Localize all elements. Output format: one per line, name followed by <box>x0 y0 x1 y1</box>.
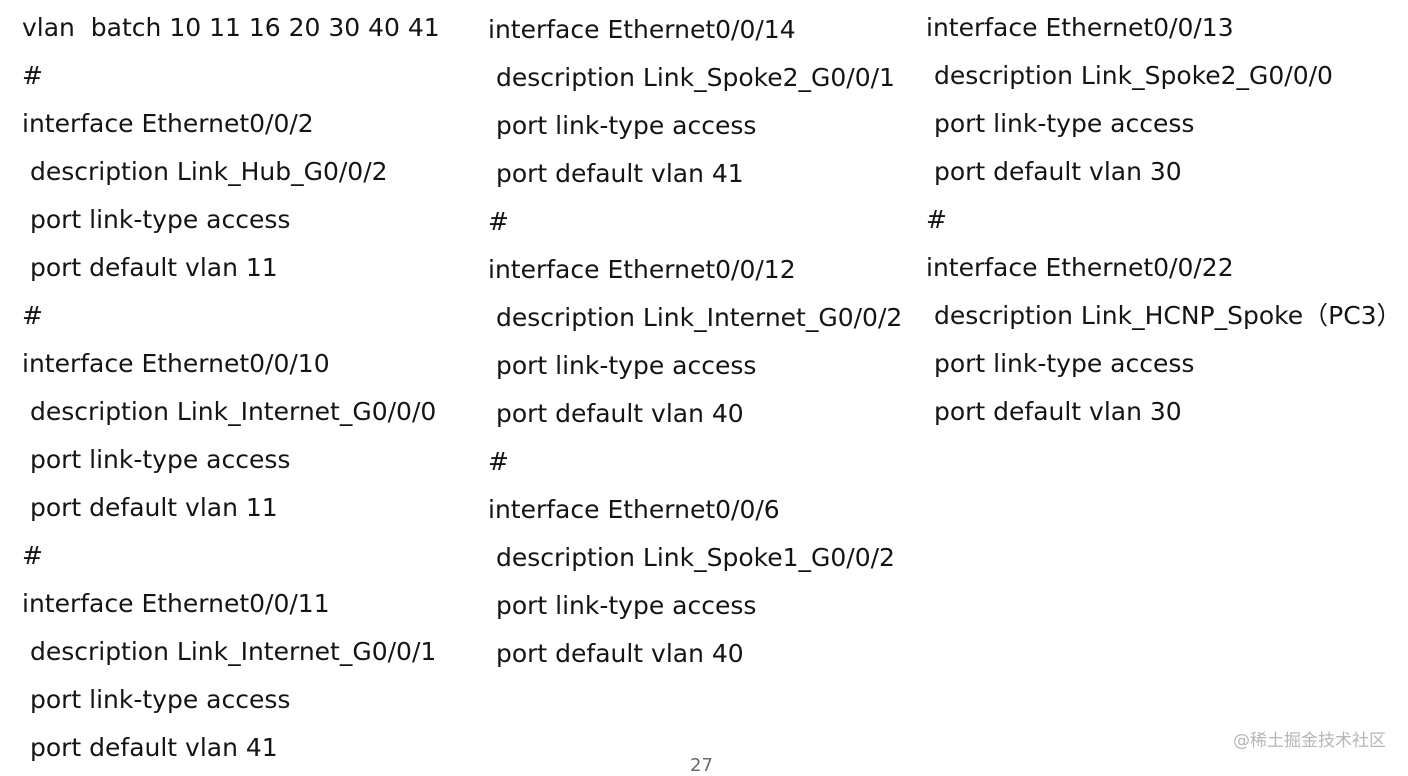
config-line: vlan batch 10 11 16 20 30 40 41 <box>22 13 440 42</box>
config-column-3: interface Ethernet0/0/13 description Lin… <box>926 4 1402 436</box>
config-line: interface Ethernet0/0/10 <box>22 349 330 378</box>
config-line: port link-type access <box>926 109 1195 138</box>
config-line: description Link_Hub_G0/0/2 <box>22 157 388 186</box>
config-line: port link-type access <box>22 445 291 474</box>
config-line: port link-type access <box>926 349 1195 378</box>
config-line: port default vlan 11 <box>22 253 278 282</box>
config-line: port default vlan 40 <box>488 639 744 668</box>
config-line: port link-type access <box>22 205 291 234</box>
config-line: port default vlan 41 <box>488 159 744 188</box>
config-column-2: interface Ethernet0/0/14 description Lin… <box>488 6 902 678</box>
config-line: port default vlan 30 <box>926 397 1182 426</box>
config-line: description Link_Internet_G0/0/2 <box>488 303 903 332</box>
config-column-1: vlan batch 10 11 16 20 30 40 41 # interf… <box>22 4 440 772</box>
config-line: port link-type access <box>488 111 757 140</box>
config-line: interface Ethernet0/0/13 <box>926 13 1234 42</box>
page-number: 27 <box>690 755 713 776</box>
config-line: # <box>488 447 509 476</box>
config-line: port link-type access <box>488 591 757 620</box>
config-line: # <box>926 205 947 234</box>
config-line: port default vlan 40 <box>488 399 744 428</box>
config-line: # <box>488 207 509 236</box>
config-line: interface Ethernet0/0/2 <box>22 109 314 138</box>
config-line: description Link_Spoke2_G0/0/0 <box>926 61 1333 90</box>
config-line: description Link_HCNP_Spoke（PC3） <box>926 301 1402 330</box>
config-line: interface Ethernet0/0/6 <box>488 495 780 524</box>
config-line: description Link_Spoke1_G0/0/2 <box>488 543 895 572</box>
config-line: description Link_Internet_G0/0/0 <box>22 397 437 426</box>
config-line: interface Ethernet0/0/22 <box>926 253 1234 282</box>
config-line: # <box>22 301 43 330</box>
watermark: @稀土掘金技术社区 <box>1233 731 1386 751</box>
config-line: port default vlan 41 <box>22 733 278 762</box>
config-line: interface Ethernet0/0/12 <box>488 255 796 284</box>
config-line: description Link_Spoke2_G0/0/1 <box>488 63 895 92</box>
config-line: # <box>22 61 43 90</box>
config-line: interface Ethernet0/0/11 <box>22 589 330 618</box>
config-line: port link-type access <box>22 685 291 714</box>
config-line: port link-type access <box>488 351 757 380</box>
config-line: port default vlan 30 <box>926 157 1182 186</box>
config-line: interface Ethernet0/0/14 <box>488 15 796 44</box>
config-line: description Link_Internet_G0/0/1 <box>22 637 437 666</box>
config-line: # <box>22 541 43 570</box>
config-line: port default vlan 11 <box>22 493 278 522</box>
